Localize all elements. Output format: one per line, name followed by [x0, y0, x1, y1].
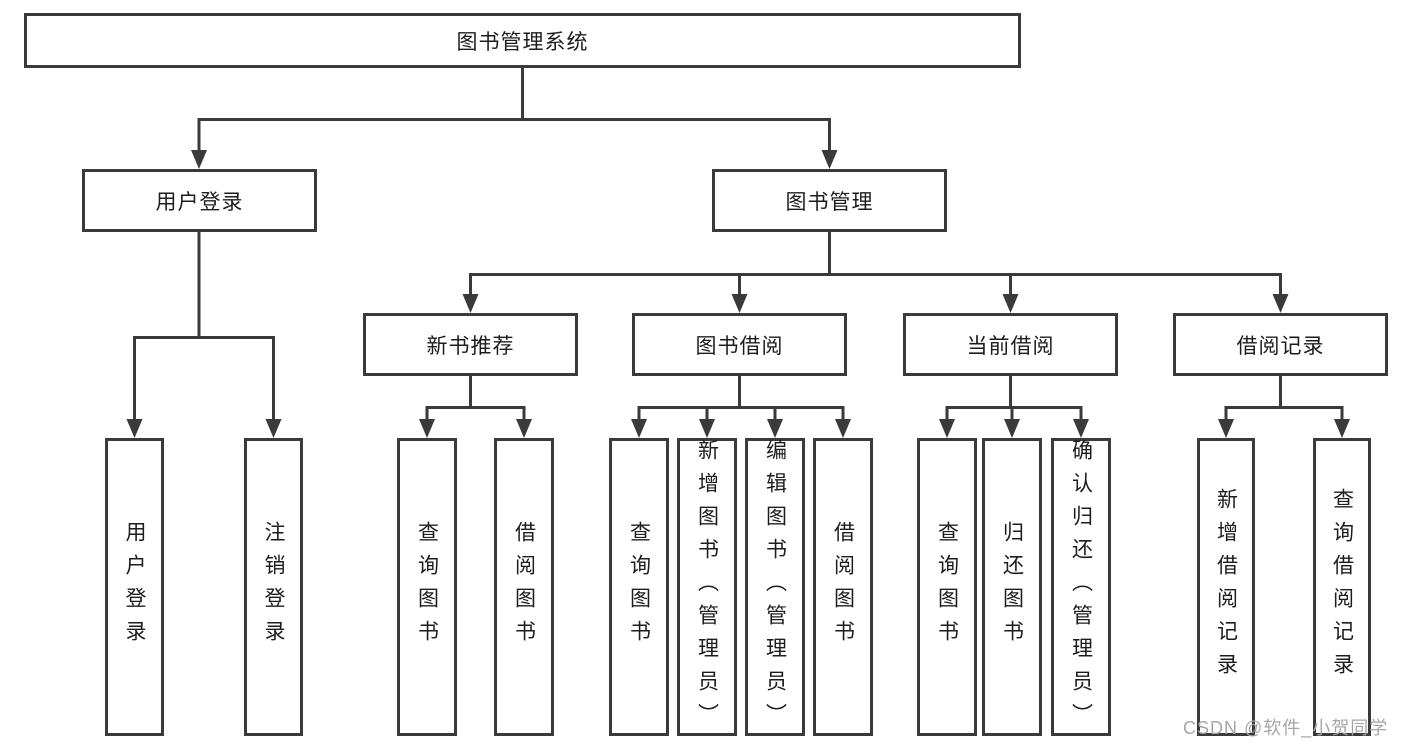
csdn-watermark: CSDN @软件_小贺同学 — [1183, 718, 1389, 738]
leaf-query-books-1: 查询图书 — [397, 438, 457, 736]
node-label: 借阅图书 — [831, 521, 855, 653]
node-label: 归还图书 — [1000, 521, 1024, 653]
node-root-library-system: 图书管理系统 — [24, 13, 1021, 68]
node-label: 借阅记录 — [1236, 334, 1325, 358]
connector-book-borrow-to-leaves — [631, 376, 851, 438]
connector-book-mgmt-to-level3 — [462, 232, 1289, 313]
node-label: 当前借阅 — [966, 334, 1055, 358]
leaf-borrow-books-1: 借阅图书 — [494, 438, 554, 736]
node-user-login: 用户登录 — [82, 169, 317, 232]
node-label: 图书管理系统 — [456, 30, 589, 54]
node-label: 查询图书 — [627, 521, 651, 653]
node-label: 用户登录 — [123, 521, 146, 653]
node-label: 新增图书（管理员） — [695, 438, 719, 736]
node-borrow-records: 借阅记录 — [1173, 313, 1388, 376]
leaf-edit-books-admin: 编辑图书（管理员） — [745, 438, 805, 736]
node-current-borrow: 当前借阅 — [903, 313, 1118, 376]
node-label: 查询借阅记录 — [1330, 488, 1354, 686]
connector-root-to-level2 — [191, 68, 838, 169]
node-label: 编辑图书（管理员） — [763, 438, 787, 736]
node-label: 图书管理 — [785, 190, 874, 214]
connector-user-login-to-leaves — [126, 232, 282, 438]
leaf-user-login: 用户登录 — [105, 438, 164, 736]
leaf-logout: 注销登录 — [244, 438, 303, 736]
node-label: 查询图书 — [415, 521, 439, 653]
leaf-add-books-admin: 新增图书（管理员） — [677, 438, 737, 736]
node-label: 注销登录 — [262, 521, 285, 653]
node-label: 新增借阅记录 — [1214, 488, 1238, 686]
node-book-management: 图书管理 — [712, 169, 947, 232]
node-label: 新书推荐 — [426, 334, 515, 358]
node-new-book-recommend: 新书推荐 — [363, 313, 578, 376]
leaf-query-books-2: 查询图书 — [609, 438, 669, 736]
node-label: 确认归还（管理员） — [1069, 438, 1093, 736]
node-label: 图书借阅 — [695, 334, 784, 358]
leaf-borrow-books-2: 借阅图书 — [813, 438, 873, 736]
leaf-confirm-return-admin: 确认归还（管理员） — [1051, 438, 1111, 736]
node-label: 查询图书 — [935, 521, 959, 653]
leaf-query-borrow-record: 查询借阅记录 — [1313, 438, 1371, 736]
node-label: 借阅图书 — [512, 521, 536, 653]
connector-current-borrow-to-leaves — [939, 376, 1089, 438]
leaf-return-books: 归还图书 — [982, 438, 1042, 736]
node-book-borrow: 图书借阅 — [632, 313, 847, 376]
connector-new-books-to-leaves — [419, 376, 532, 438]
connector-borrow-records-to-leaves — [1218, 376, 1350, 438]
node-label: 用户登录 — [155, 190, 244, 214]
leaf-add-borrow-record: 新增借阅记录 — [1197, 438, 1255, 736]
leaf-query-books-3: 查询图书 — [917, 438, 977, 736]
